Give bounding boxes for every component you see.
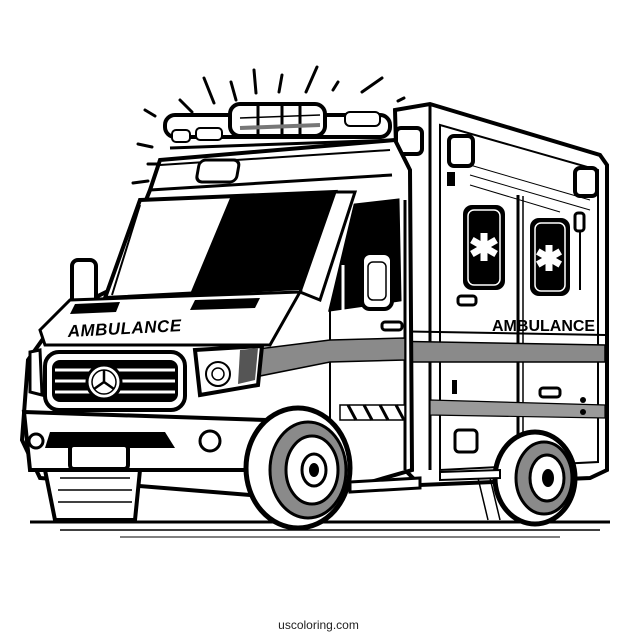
mercedes-star-logo xyxy=(85,363,123,401)
door-window-star-of-life xyxy=(530,218,570,296)
light-rays xyxy=(131,65,406,185)
front-left-wheel xyxy=(42,468,143,522)
site-watermark: uscoloring.com xyxy=(278,618,359,632)
front-bumper xyxy=(21,409,273,472)
side-ambulance-label: AMBULANCE xyxy=(492,318,595,335)
side-window-star-of-life xyxy=(463,205,505,290)
front-right-wheel xyxy=(243,405,353,531)
rear-wheel xyxy=(477,429,578,527)
side-step xyxy=(348,468,501,494)
license-plate xyxy=(68,443,130,471)
emergency-light-bar xyxy=(163,102,396,150)
headlights xyxy=(28,343,265,398)
